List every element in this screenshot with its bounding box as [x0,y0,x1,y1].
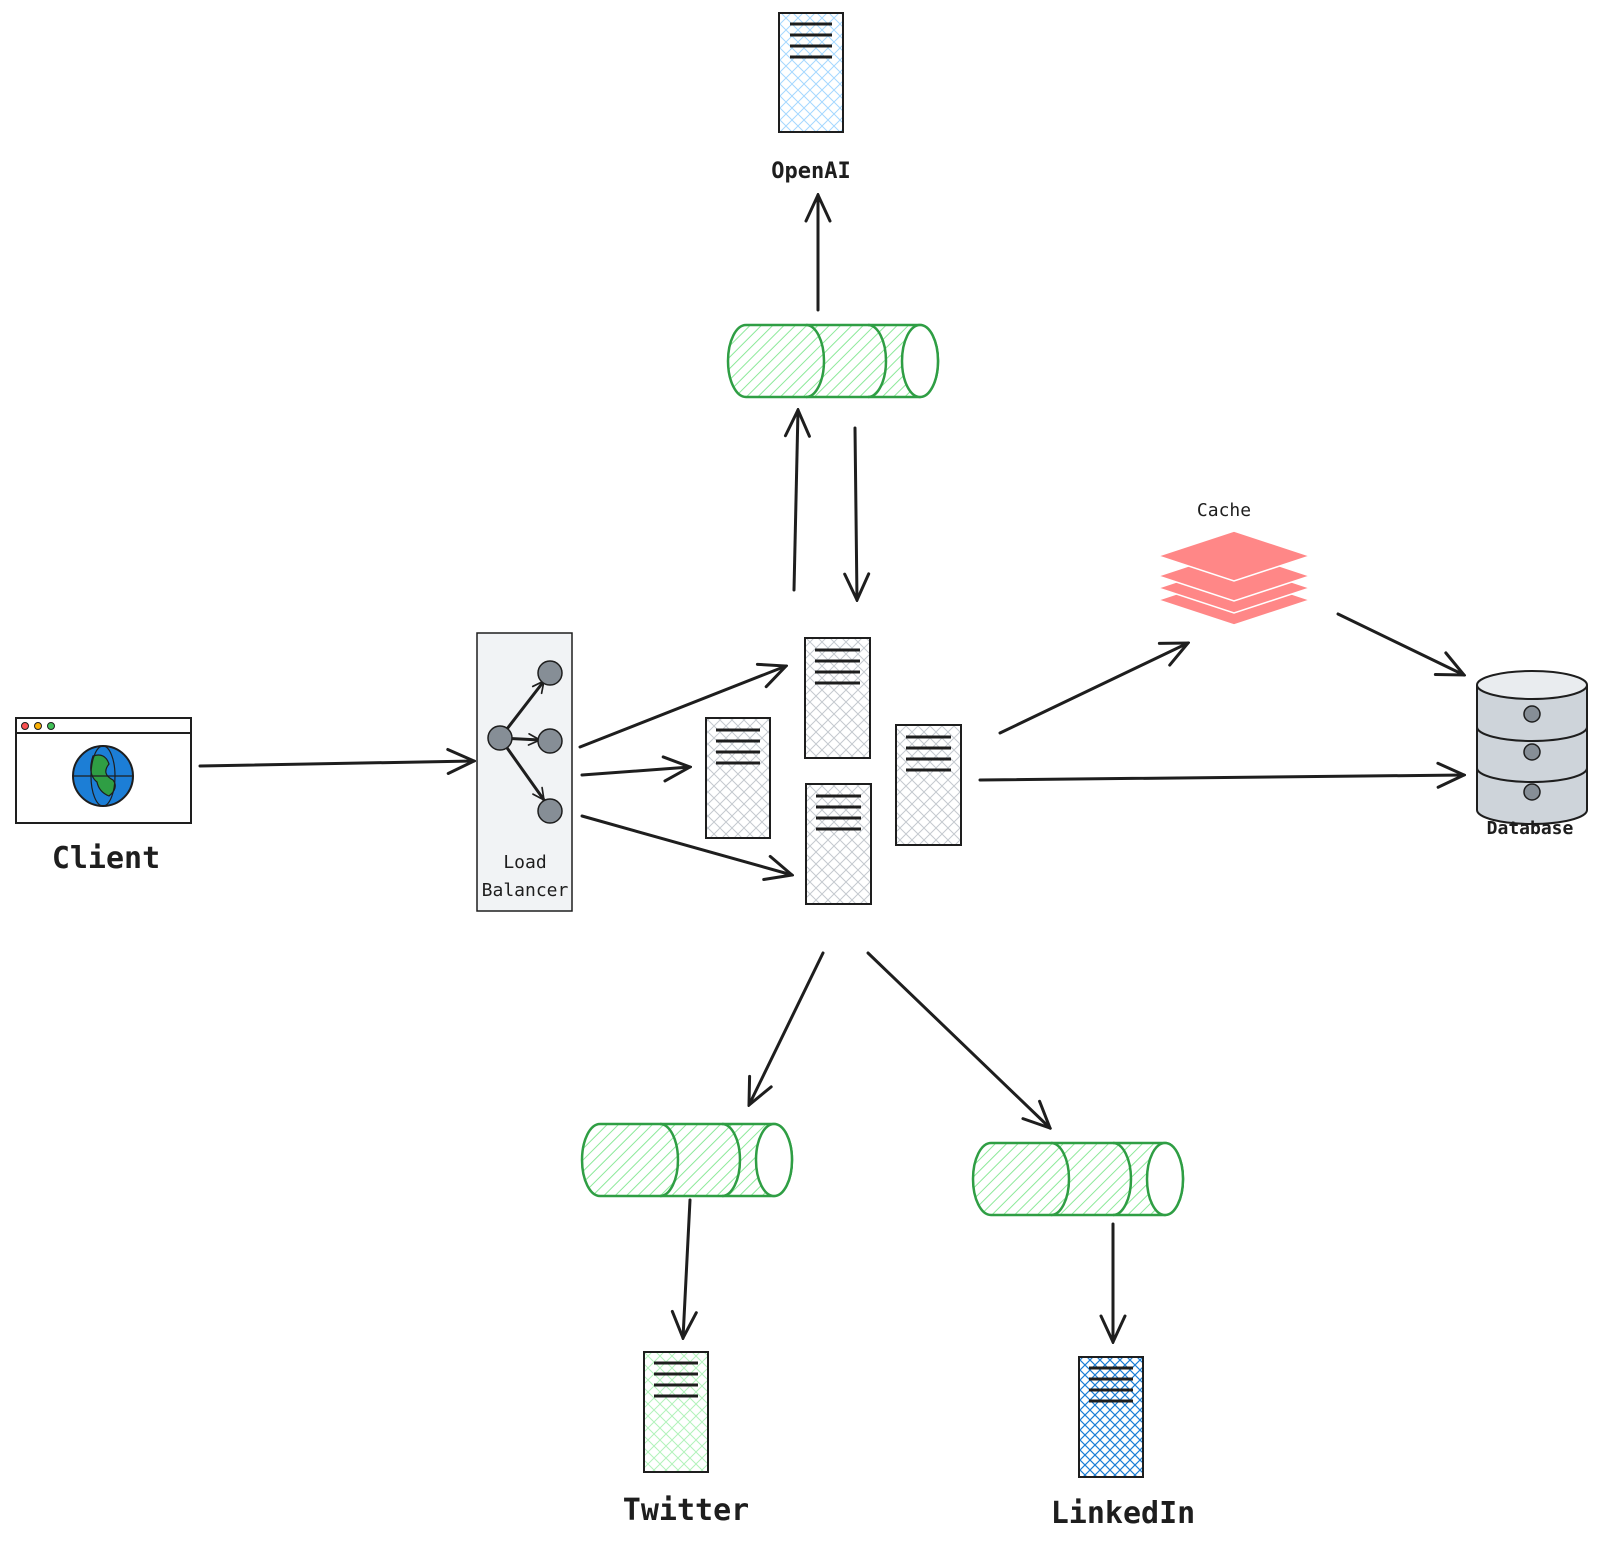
arrow-cache-to-database [1336,612,1464,675]
message-queue-linkedin-icon [971,1141,1185,1217]
cache-layers-icon [1155,530,1313,626]
cache-label: Cache [1197,500,1251,521]
linkedin-server-icon [1078,1356,1144,1478]
arrow-lb-to-server-top [578,666,786,749]
arrow-top-queue-to-cluster [855,426,857,600]
arrow-lb-to-server-left [580,767,690,775]
globe-icon [72,745,134,807]
arrow-cluster-to-cache [998,643,1188,735]
message-queue-top-icon [726,323,940,399]
load-balancer-label-line2: Balancer [482,880,569,901]
twitter-server-icon [643,1351,709,1473]
arrow-client-to-load-balancer [198,761,474,766]
arrow-cluster-to-linkedin-queue [866,951,1050,1128]
server-icon [804,637,871,759]
arrow-cluster-to-database [978,775,1464,780]
client-label: Client [52,841,160,876]
database-cylinder-icon [1476,670,1588,825]
arrow-cluster-to-twitter-queue [749,951,825,1105]
server-icon [805,783,872,905]
server-cluster [705,637,962,905]
client-browser-window-icon [15,717,192,824]
database-label: Database [1487,818,1574,839]
openai-server-icon [778,12,844,133]
arrow-queue-to-twitter [683,1198,690,1338]
server-icon [705,717,771,839]
linkedin-label: LinkedIn [1051,1496,1196,1531]
message-queue-twitter-icon [580,1122,794,1198]
arrow-lb-to-server-bottom [580,814,792,875]
load-balancer-label-line1: Load [503,852,546,873]
arrow-cluster-to-top-queue [794,410,798,592]
server-icon [895,724,962,846]
openai-label: OpenAI [771,159,850,184]
load-balancer-icon [476,632,573,912]
twitter-label: Twitter [623,1493,749,1528]
